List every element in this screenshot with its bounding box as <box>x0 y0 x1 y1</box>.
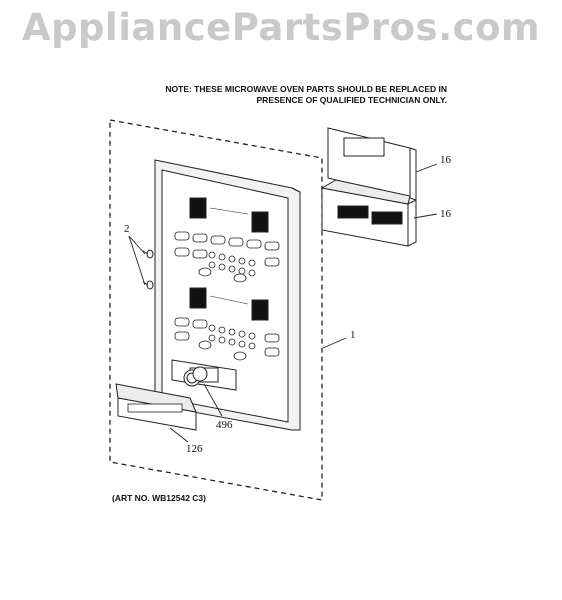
control-panel <box>154 159 301 431</box>
callout-496: 496 <box>216 419 233 431</box>
art-number: (ART NO. WB12542 C3) <box>112 493 206 503</box>
note-line-1: NOTE: THESE MICROWAVE OVEN PARTS SHOULD … <box>165 84 447 94</box>
knob <box>183 366 208 387</box>
callout-16-bottom: 16 <box>440 208 452 220</box>
callout-2: 2 <box>124 223 130 235</box>
assembly-boundary <box>109 119 323 501</box>
note-line-2: PRESENCE OF QUALIFIED TECHNICIAN ONLY. <box>256 95 447 105</box>
callout-126: 126 <box>186 443 203 455</box>
watermark: AppliancePartsPros.com <box>21 6 541 49</box>
callout-16-top: 16 <box>440 154 452 166</box>
control-board <box>320 179 417 247</box>
door-latch <box>115 383 197 431</box>
callout-1: 1 <box>350 329 356 341</box>
leader-lines <box>128 163 438 443</box>
display-board <box>327 127 417 201</box>
